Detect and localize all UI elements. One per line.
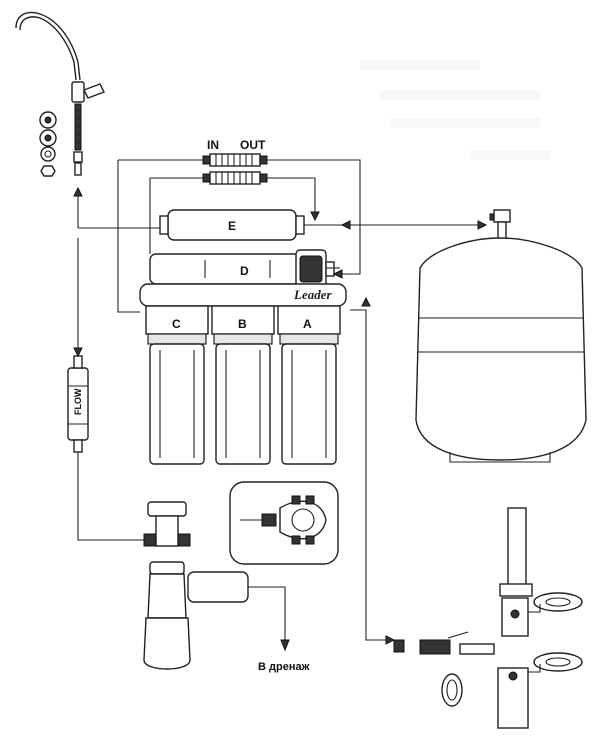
label-filter-e: E bbox=[228, 219, 236, 233]
housing-b: B bbox=[211, 305, 275, 465]
filter-e: E bbox=[159, 209, 305, 241]
label-flow: FLOW bbox=[73, 388, 83, 415]
label-drain: В дренаж bbox=[258, 661, 310, 673]
feed-valve-icon bbox=[393, 507, 583, 729]
brand-logo: Leader bbox=[293, 287, 332, 302]
label-filter-b: B bbox=[238, 317, 247, 331]
label-filter-c: C bbox=[172, 317, 181, 331]
arrow-drain-icon bbox=[280, 639, 290, 652]
filter-head: Leader bbox=[139, 283, 347, 307]
label-in: IN bbox=[207, 138, 219, 152]
housing-c: C bbox=[145, 305, 209, 465]
drain-siphon-icon bbox=[100, 501, 286, 670]
label-filter-a: A bbox=[303, 317, 312, 331]
label-out: OUT bbox=[240, 138, 266, 152]
storage-tank-icon bbox=[415, 209, 587, 463]
faucet-washers bbox=[39, 111, 57, 177]
flow-restrictor-icon: FLOW bbox=[67, 355, 89, 453]
filter-d-membrane: D bbox=[149, 249, 335, 289]
housing-a: A bbox=[277, 305, 341, 465]
arrow-up-icon bbox=[73, 186, 83, 197]
post-filter-in-out: IN OUT bbox=[202, 138, 268, 185]
arrow-down-icon bbox=[73, 347, 83, 358]
drain-clamp-icon bbox=[229, 481, 339, 565]
label-filter-d: D bbox=[240, 264, 249, 278]
faucet-icon bbox=[15, 11, 105, 176]
tubing bbox=[77, 159, 480, 641]
background-bleed bbox=[360, 60, 550, 160]
flow-arrows bbox=[310, 211, 488, 645]
